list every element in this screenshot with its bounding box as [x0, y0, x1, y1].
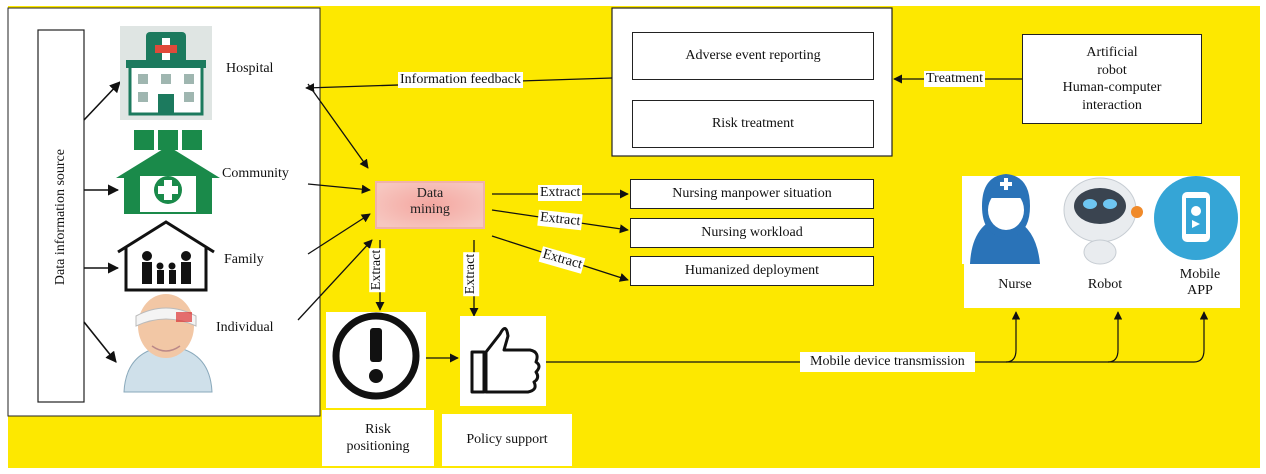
individual-label: Individual	[216, 320, 274, 335]
arrow-family-to-mining	[307, 213, 371, 255]
family-icon	[117, 220, 215, 292]
arrow-to-robot	[1006, 311, 1123, 363]
robot-icon	[1063, 177, 1143, 265]
deployment-box: Humanized deployment	[630, 256, 874, 286]
risk-treatment-box: Risk treatment	[632, 100, 874, 148]
nurse-label: Nurse	[998, 277, 1032, 292]
risk-positioning-label: Risk positioning	[322, 410, 434, 466]
arrow-to-individual	[83, 321, 117, 363]
community-label: Community	[222, 166, 289, 181]
extract-label-manpower: Extract	[538, 185, 583, 201]
risk-icon	[326, 312, 426, 408]
extract-label-risk: Extract	[369, 247, 386, 293]
thumbs-up-icon	[460, 316, 546, 406]
community-icon	[116, 130, 220, 214]
arrow-to-app	[1108, 311, 1209, 363]
policy-support-label: Policy support	[442, 414, 572, 466]
robot-label: Robot	[1087, 277, 1123, 292]
treatment-label: Treatment	[924, 71, 986, 87]
extract-label-policy: Extract	[463, 251, 480, 297]
source-label-box	[37, 29, 85, 403]
mobile-app-icon	[1150, 176, 1238, 264]
arrow-individual-to-mining	[297, 239, 373, 321]
mobile-app-label: Mobile APP	[1179, 267, 1221, 299]
data-mining-label: Data mining	[410, 186, 450, 218]
ai-interaction-box: Artificial robot Human-computer interact…	[1022, 34, 1202, 124]
information-feedback-label: Information feedback	[398, 72, 523, 88]
workload-box: Nursing workload	[630, 218, 874, 248]
hospital-label: Hospital	[226, 61, 274, 76]
arrow-hospital-to-mining	[307, 83, 369, 169]
arrow-community-to-mining	[307, 183, 371, 194]
patient-icon	[123, 294, 213, 393]
hospital-icon	[120, 26, 212, 120]
data-mining-box	[375, 181, 485, 229]
adverse-event-box: Adverse event reporting	[632, 32, 874, 80]
mobile-transmission-label: Mobile device transmission	[800, 352, 975, 372]
arrow-to-nurse	[1005, 311, 1021, 363]
data-source-label: Data information source	[52, 149, 68, 286]
arrow-to-hospital	[83, 81, 121, 121]
manpower-box: Nursing manpower situation	[630, 179, 874, 209]
nurse-icon	[962, 174, 1048, 264]
family-label: Family	[224, 252, 264, 267]
